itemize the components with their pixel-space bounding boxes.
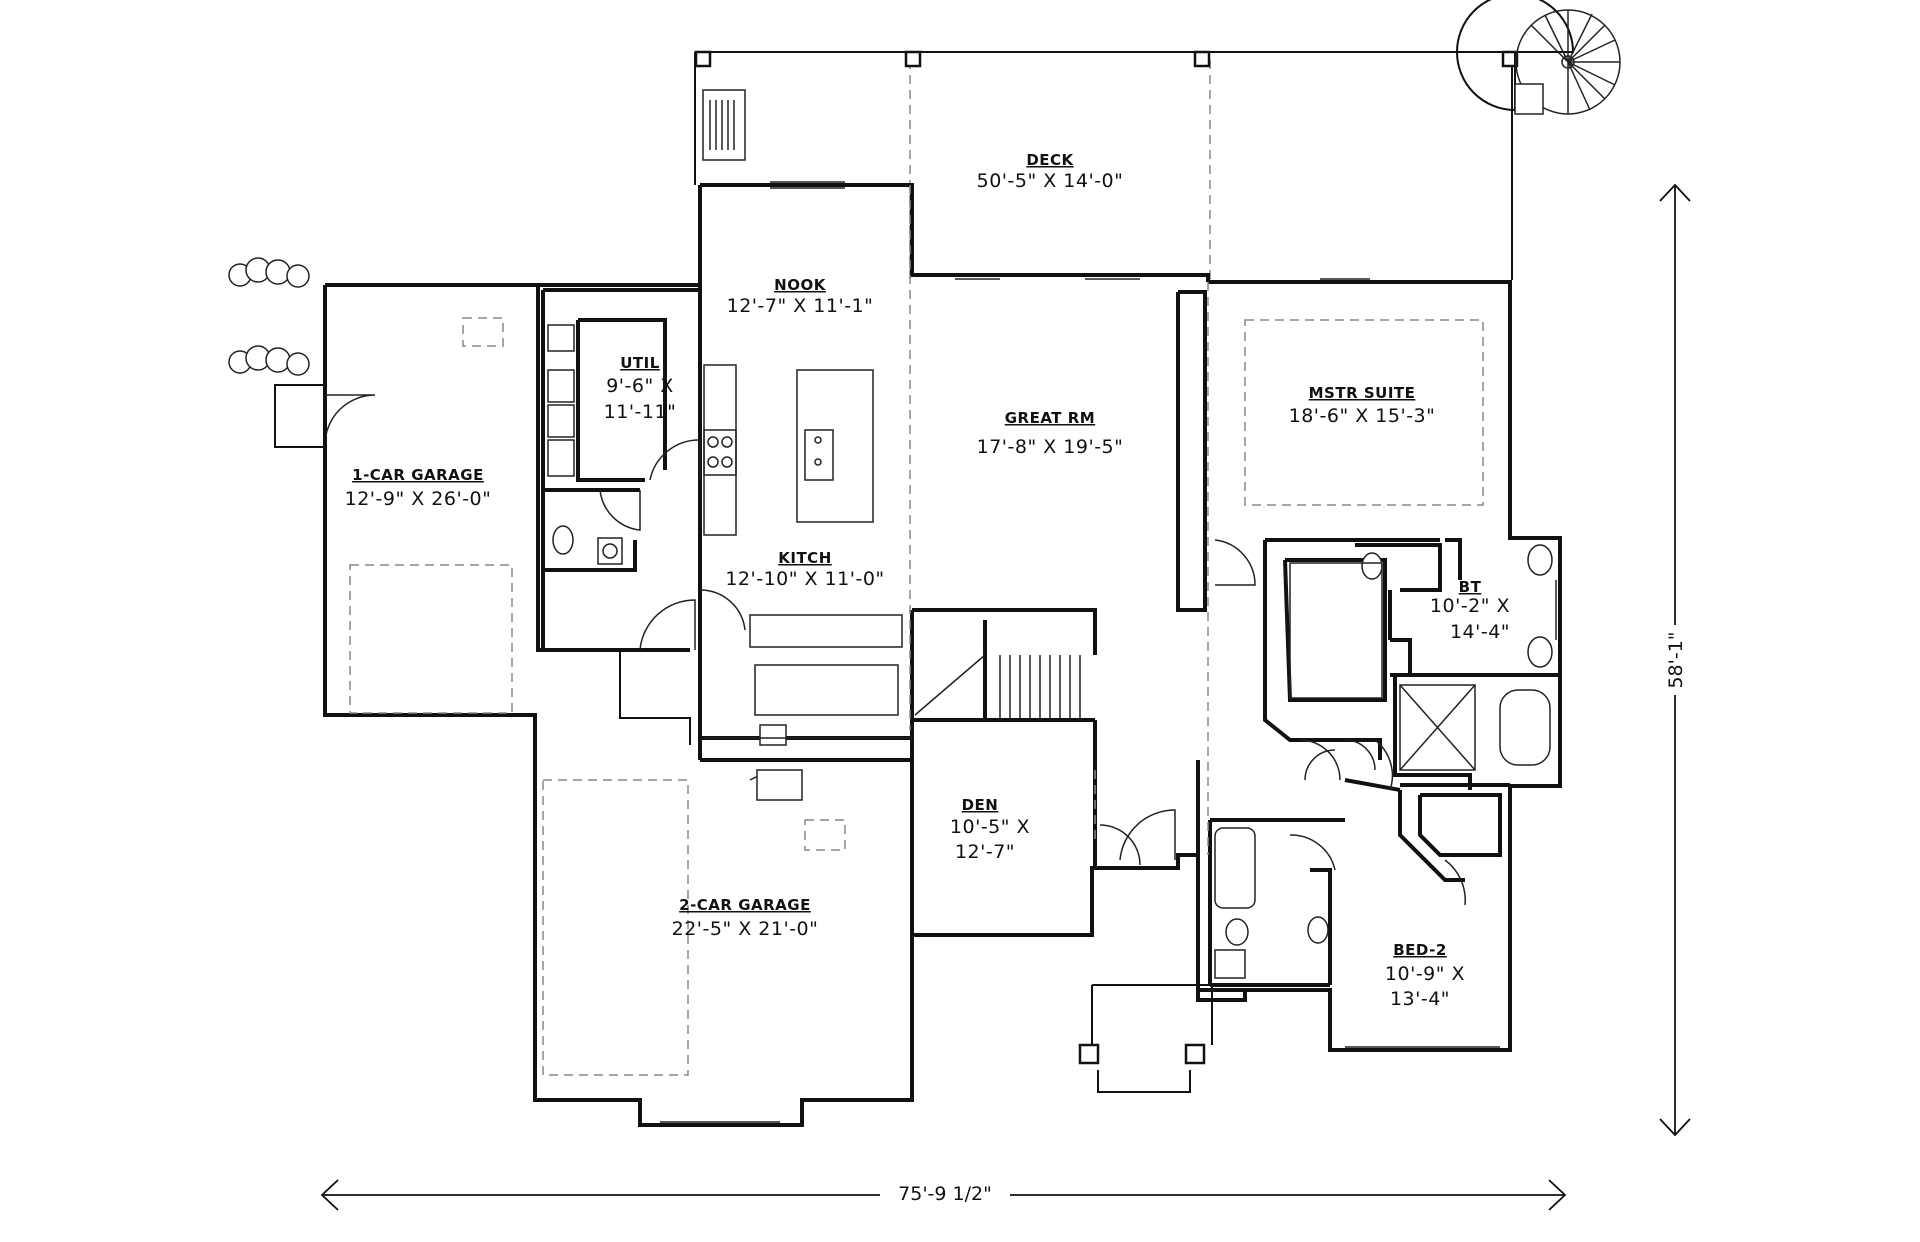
powder-bath-fixtures — [552, 525, 623, 565]
svg-text:12'-7" X 11'-1": 12'-7" X 11'-1" — [727, 295, 874, 317]
svg-text:1-CAR GARAGE: 1-CAR GARAGE — [352, 466, 484, 484]
room-label-mstr: MSTR SUITE 18'-6" X 15'-3" — [1289, 384, 1436, 427]
svg-text:10'-9" X: 10'-9" X — [1385, 963, 1465, 985]
grill-icon — [702, 89, 746, 161]
svg-text:50'-5" X 14'-0": 50'-5" X 14'-0" — [977, 170, 1124, 192]
spiral-stair-icon — [1456, 0, 1621, 115]
svg-text:14'-4": 14'-4" — [1450, 621, 1510, 643]
shrub-icons — [228, 257, 326, 448]
room-label-nook: NOOK 12'-7" X 11'-1" — [727, 276, 874, 317]
svg-text:22'-5" X 21'-0": 22'-5" X 21'-0" — [672, 918, 819, 940]
dimension-width: 75'-9 1/2" — [320, 1179, 1567, 1211]
svg-text:2-CAR GARAGE: 2-CAR GARAGE — [679, 896, 811, 914]
room-label-kitch: KITCH 12'-10" X 11'-0" — [725, 549, 884, 590]
dimension-depth: 58'-1" — [1659, 183, 1691, 1137]
svg-text:12'-7": 12'-7" — [955, 841, 1015, 863]
room-label-deck: DECK 50'-5" X 14'-0" — [977, 151, 1124, 192]
svg-text:NOOK: NOOK — [774, 276, 827, 294]
room-label-garage1: 1-CAR GARAGE 12'-9" X 26'-0" — [345, 466, 492, 510]
exterior-walls — [323, 183, 1562, 1127]
master-bath-fixtures — [1289, 544, 1553, 771]
svg-text:DEN: DEN — [962, 796, 999, 814]
range-icon — [703, 429, 737, 476]
bath2-fixtures — [1214, 827, 1329, 979]
svg-text:12'-9" X 26'-0": 12'-9" X 26'-0" — [345, 488, 492, 510]
stair-run-icon — [914, 654, 1081, 718]
svg-text:DECK: DECK — [1026, 151, 1074, 169]
svg-text:12'-10" X 11'-0": 12'-10" X 11'-0" — [725, 568, 884, 590]
svg-text:MSTR SUITE: MSTR SUITE — [1309, 384, 1416, 402]
svg-text:75'-9 1/2": 75'-9 1/2" — [898, 1183, 992, 1205]
svg-text:17'-8" X 19'-5": 17'-8" X 19'-5" — [977, 436, 1124, 458]
svg-text:GREAT RM: GREAT RM — [1005, 409, 1095, 427]
interior-walls — [541, 185, 1560, 987]
svg-text:BED-2: BED-2 — [1393, 941, 1447, 959]
overhead-lines — [349, 185, 1484, 1076]
room-label-den: DEN 10'-5" X 12'-7" — [950, 796, 1030, 863]
svg-text:UTIL: UTIL — [620, 354, 660, 372]
laundry-fixtures — [547, 324, 575, 477]
room-label-bed2: BED-2 10'-9" X 13'-4" — [1385, 941, 1465, 1010]
room-label-garage2: 2-CAR GARAGE 22'-5" X 21'-0" — [672, 896, 819, 940]
room-label-bt: BT 10'-2" X 14'-4" — [1430, 578, 1510, 643]
svg-text:9'-6" X: 9'-6" X — [606, 375, 674, 397]
svg-text:10'-2" X: 10'-2" X — [1430, 595, 1510, 617]
doors — [324, 394, 1466, 906]
svg-text:BT: BT — [1459, 578, 1482, 596]
room-label-great: GREAT RM 17'-8" X 19'-5" — [977, 409, 1124, 458]
svg-text:11'-11": 11'-11" — [604, 401, 677, 423]
kitchen-island-icon — [796, 369, 874, 523]
windows — [660, 181, 1557, 1123]
svg-text:18'-6" X 15'-3": 18'-6" X 15'-3" — [1289, 405, 1436, 427]
room-label-util: UTIL 9'-6" X 11'-11" — [604, 354, 677, 423]
kitchen-counters — [703, 364, 912, 801]
deck-outline — [694, 50, 1519, 280]
svg-text:10'-5" X: 10'-5" X — [950, 816, 1030, 838]
svg-text:KITCH: KITCH — [778, 549, 832, 567]
svg-text:58'-1": 58'-1" — [1665, 631, 1687, 688]
svg-text:13'-4": 13'-4" — [1390, 988, 1450, 1010]
